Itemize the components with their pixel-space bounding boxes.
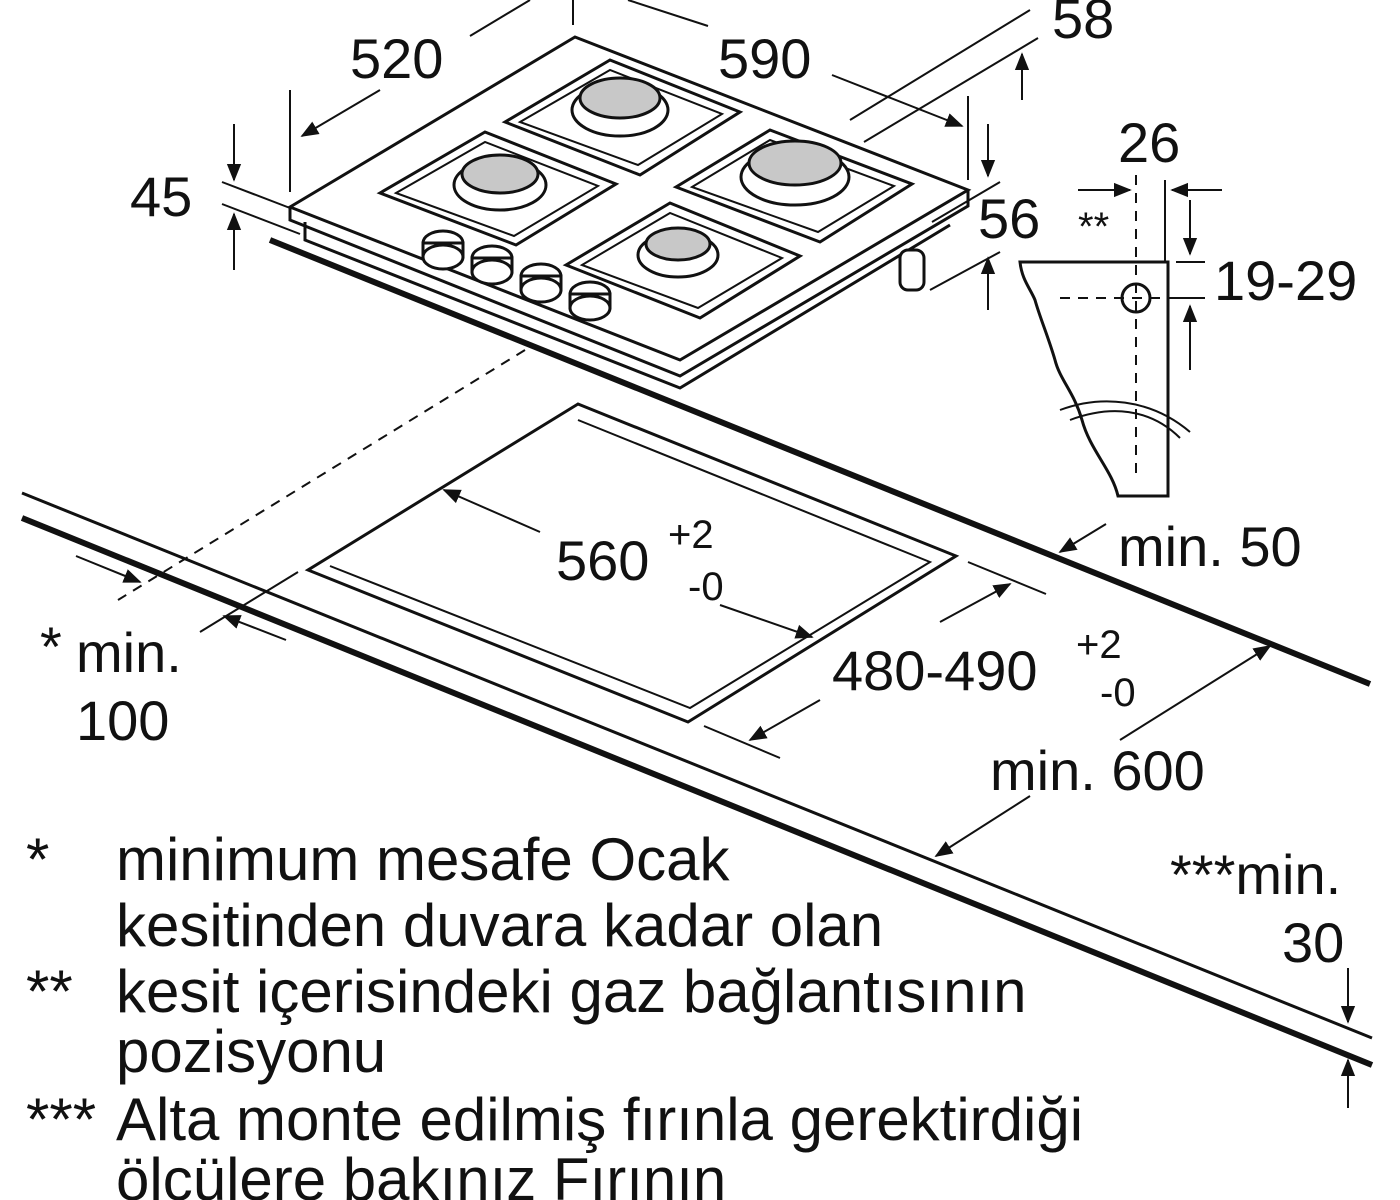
countertop-back-edge [268,237,1372,687]
dim-min-30-value: 30 [1282,911,1344,974]
dim-45: 45 [130,165,192,228]
note-2-marker: ** [26,958,73,1025]
dim-590: 590 [718,27,811,90]
dim-58: 58 [1052,0,1114,50]
footnotes: * minimum mesafe Ocak kesitinden duvara … [26,826,1083,1200]
pan-support-rear-right [672,128,916,244]
dim-560-minus: -0 [688,565,724,609]
pan-support-rear-left [501,58,744,177]
dim-double-star: ** [1078,205,1109,249]
dimension-labels: 520 590 58 45 56 26 ** 19-29 560 +2 -0 4… [40,0,1357,974]
countertop-front-edge-top [21,491,1373,1040]
note-3-line-1: Alta monte edilmiş fırınla gerektirdiği [116,1086,1083,1153]
dim-19-29: 19-29 [1214,249,1357,312]
dim-480-490: 480-490 [832,639,1038,702]
pan-support-front-right [562,201,804,320]
dim-min-100-star: * [40,615,62,678]
note-1-line-1: minimum mesafe Ocak [116,826,730,893]
note-1-marker: * [26,826,49,893]
note-1-line-2: kesitinden duvara kadar olan [116,892,883,959]
gas-connection-section [1018,175,1222,498]
dim-min-100-label: min. [76,621,182,684]
burner-front-left [460,153,540,195]
hob-dimension-lines [221,0,1039,310]
hob-body [303,222,951,390]
countertop-front-edge [20,515,1374,1068]
control-knobs [421,229,612,322]
dim-min-30-label: ***min. [1170,843,1341,906]
cutout-dimension-lines [75,489,1356,1108]
dim-min-50: min. 50 [1118,515,1302,578]
burner-front-right [644,226,712,262]
note-3-marker: *** [26,1086,96,1153]
note-2-line-2: pozisyonu [116,1018,386,1085]
dim-26: 26 [1118,111,1180,174]
pan-support-front-left [376,130,620,247]
projection-line [117,349,526,601]
burner-rear-left [578,76,662,120]
gas-hob [286,35,972,390]
dim-560-plus: +2 [668,513,714,557]
dim-56: 56 [978,187,1040,250]
countertop [20,237,1374,1068]
dim-min-100-value: 100 [76,689,169,752]
hob-foot [898,248,926,292]
dim-min-600: min. 600 [990,739,1205,802]
note-3-line-2: ölçülere bakınız Fırının [116,1146,726,1200]
dim-480-minus: -0 [1100,671,1136,715]
dim-520: 520 [350,27,443,90]
note-2-line-1: kesit içerisindeki gaz bağlantısının [116,958,1027,1025]
dim-480-plus: +2 [1076,623,1122,667]
burner-rear-right [747,139,843,187]
dim-560: 560 [556,529,649,592]
